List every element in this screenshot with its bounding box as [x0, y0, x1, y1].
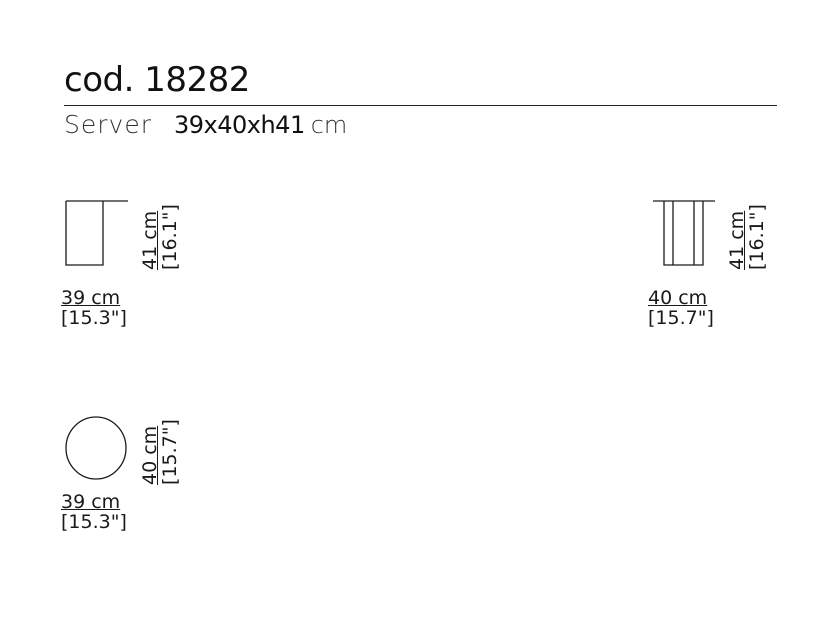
product-name: Server: [64, 110, 152, 139]
front-view-width-label: 40 cm [15.7"]: [648, 288, 714, 328]
front-width-cm: 40 cm: [648, 287, 708, 309]
top-view-width-label: 39 cm [15.3"]: [61, 492, 127, 532]
top-depth-cm: 40 cm: [139, 425, 161, 485]
front-width-in: [15.7"]: [648, 307, 714, 329]
side-width-cm: 39 cm: [61, 287, 121, 309]
top-depth-in: [15.7"]: [159, 419, 181, 485]
product-dimensions: 39x40xh41: [173, 111, 305, 139]
top-width-cm: 39 cm: [61, 491, 121, 513]
side-view-width-label: 39 cm [15.3"]: [61, 288, 127, 328]
header-divider: [64, 105, 777, 106]
product-code: cod. 18282: [64, 60, 250, 100]
dimension-unit: cm: [310, 111, 348, 139]
top-width-in: [15.3"]: [61, 511, 127, 533]
side-width-in: [15.3"]: [61, 307, 127, 329]
top-view-depth-label: 40 cm [15.7"]: [139, 419, 181, 485]
